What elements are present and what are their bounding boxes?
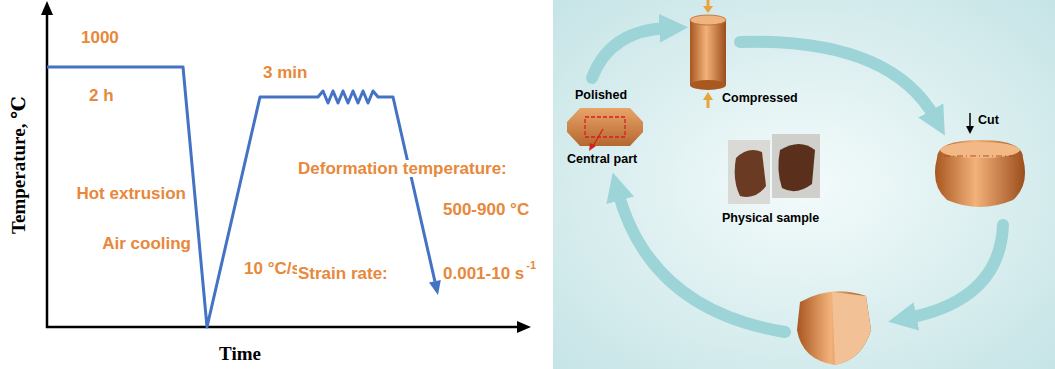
parameter-value: 0.001-10 s — [442, 265, 525, 282]
axis-label: Time — [219, 344, 261, 363]
load-arrows — [703, 0, 713, 108]
holding-time: 2 h — [88, 87, 115, 104]
parameter-value: 500-900 °C — [442, 201, 530, 218]
step-label: Compressed — [722, 92, 798, 105]
region-label: Central part — [567, 153, 637, 166]
parameter-name: Deformation temperature: — [297, 160, 508, 177]
heating-rate: 10 °C/s — [243, 260, 302, 277]
step-label: Physical sample — [722, 212, 819, 225]
polished-sample — [567, 108, 643, 151]
process-step: Hot extrusion — [75, 185, 187, 202]
step-label: Cut — [978, 114, 999, 127]
temperature-profile — [47, 67, 441, 327]
step-label: Polished — [575, 89, 627, 102]
cylinder-sample — [690, 15, 726, 90]
cut-sample — [797, 291, 871, 365]
temperature-value: 1000 — [80, 29, 120, 46]
holding-time: 3 min — [262, 64, 308, 81]
panel-background — [553, 0, 1055, 369]
cut-arrow — [966, 113, 974, 134]
chart-axes — [41, 1, 531, 333]
axis-label: Temperature, ℃ — [9, 96, 28, 234]
sample-photos — [728, 134, 820, 204]
process-step: Air cooling — [101, 235, 192, 252]
parameter-name: Strain rate: — [297, 265, 389, 282]
unit-exponent: -1 — [526, 260, 536, 271]
barrel-sample — [935, 140, 1025, 207]
